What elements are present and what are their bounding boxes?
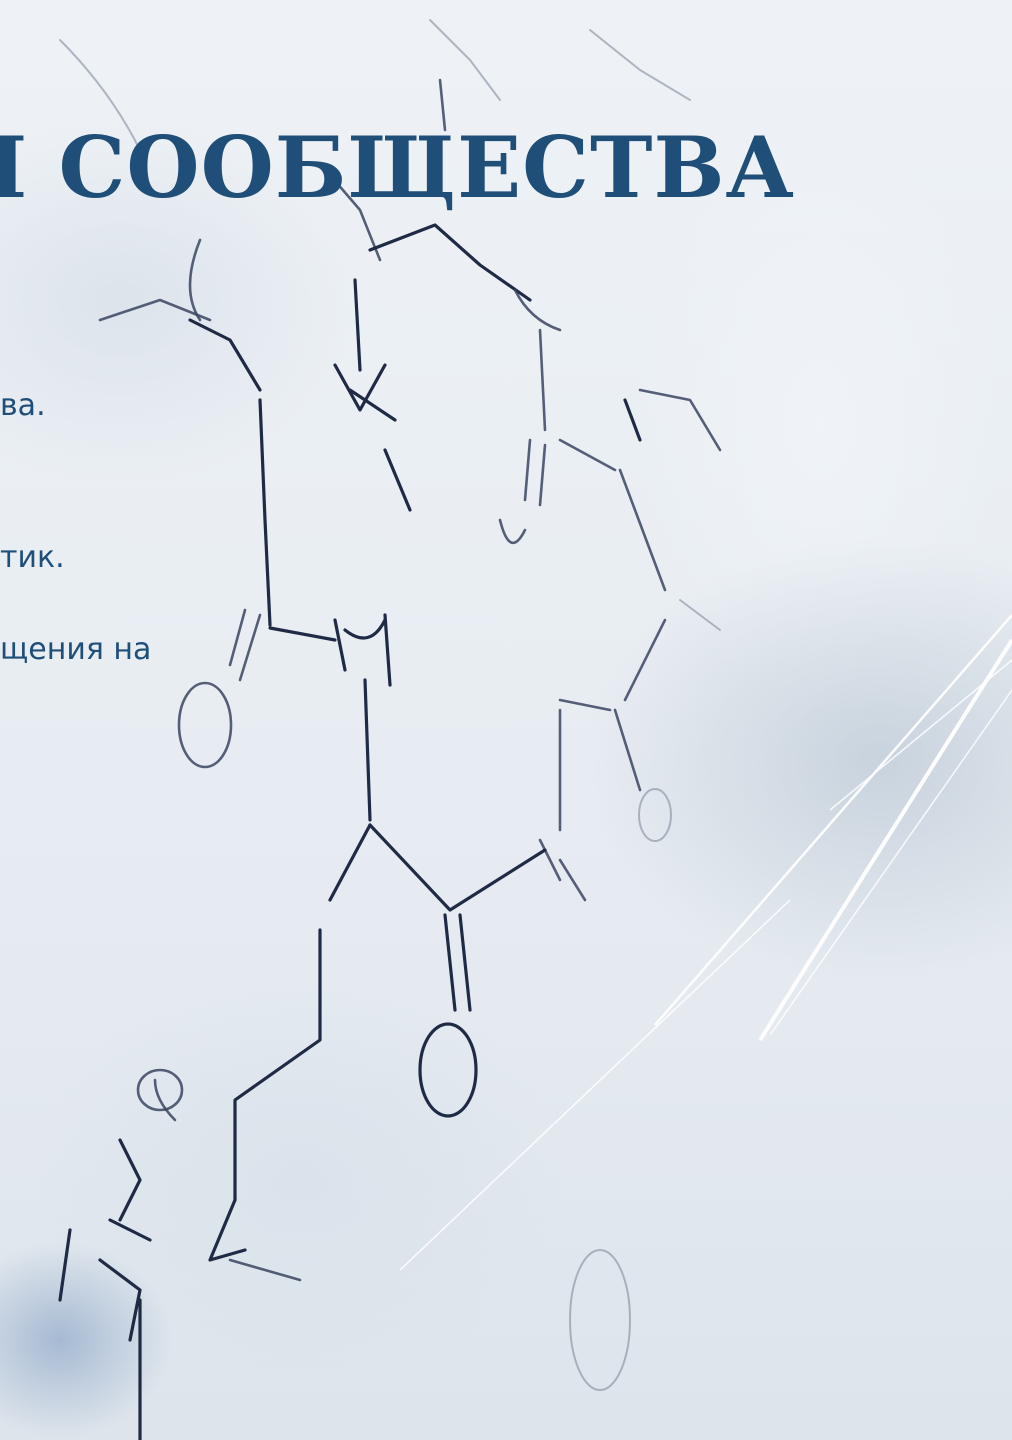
body-text-line-2: тик.	[0, 540, 65, 575]
body-text-line-3: щения на	[0, 632, 152, 667]
slide-title: I СООБЩЕСТВА	[0, 118, 795, 217]
body-text-line-1: ва.	[0, 388, 46, 423]
